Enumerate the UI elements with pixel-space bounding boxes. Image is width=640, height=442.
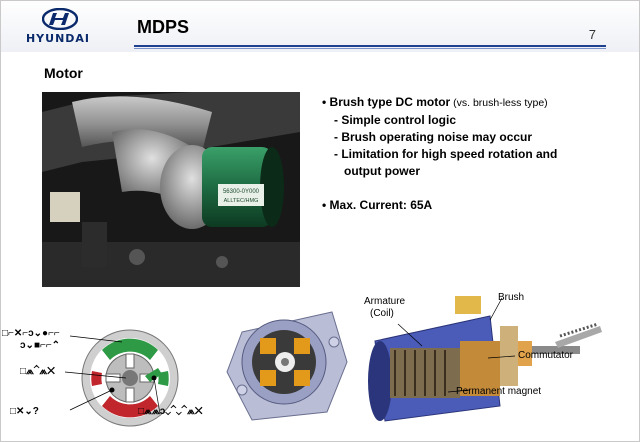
motor-photo-illustration: 56300-0Y000 ALLTEC/HMG [42,92,300,287]
brush-holder-diagram [222,302,352,424]
motor-cross-section-diagram: □⌐✕⌐ↄ⌄●⌐⌐ ↄ⌄■⌐⌐⌃ □⩕⌃⩕✕ □✕⌄? □⩕⩕ↄ⌄⌃⌄⌃⩕✕ [2,316,202,434]
sticker-line-2: ALLTEC/HMG [224,198,259,204]
cross-section-label-4: □✕⌄? [10,406,39,417]
label-armature: Armature [364,296,406,307]
bullet-simple-control: - Simple control logic [334,113,457,127]
label-permanent-magnet: Permanent magnet [456,386,542,397]
bullet-limitation-cont: output power [344,164,420,178]
cutaway-illustration [368,296,602,422]
cross-section-label-2: ↄ⌄■⌐⌐⌃ [20,340,61,351]
bullet-max-current: • Max. Current: 65A [322,198,433,212]
hyundai-logo: HYUNDAI [16,8,116,45]
label-armature-coil: (Coil) [370,308,394,319]
cross-section-label-5: □⩕⩕ↄ⌄⌃⌄⌃⩕✕ [138,406,203,417]
header-rule-thin [134,48,606,49]
motor-cutaway-diagram: Armature (Coil) Brush Commutator Permane… [350,286,602,436]
hyundai-emblem-icon [42,8,78,30]
bullet-brush-type: • Brush type DC motor (vs. brush-less ty… [322,94,622,112]
label-commutator: Commutator [518,350,574,361]
label-brush: Brush [498,292,525,303]
section-title: Motor [44,65,83,81]
bullet-noise: - Brush operating noise may occur [334,130,533,144]
brush-holder-illustration [226,311,348,421]
slide-header: HYUNDAI MDPS 7 [0,0,640,52]
page-number: 7 [588,27,596,42]
cross-section-illustration [64,329,179,427]
bullet-brush-type-note: (vs. brush-less type) [450,97,548,109]
bullet-list: • Brush type DC motor (vs. brush-less ty… [322,94,622,214]
sticker-line-1: 56300-0Y000 [223,189,260,195]
logo-text: HYUNDAI [25,32,91,45]
motor-photo: 56300-0Y000 ALLTEC/HMG [42,92,300,287]
cross-section-label-3: □⩕⌃⩕✕ [20,366,55,377]
page-title: MDPS [137,17,190,37]
header-rule [134,45,606,47]
cross-section-label-1: □⌐✕⌐ↄ⌄●⌐⌐ [2,328,60,339]
bullet-limitation: - Limitation for high speed rotation and [334,147,558,161]
bullet-brush-type-main: • Brush type DC motor [322,95,451,109]
